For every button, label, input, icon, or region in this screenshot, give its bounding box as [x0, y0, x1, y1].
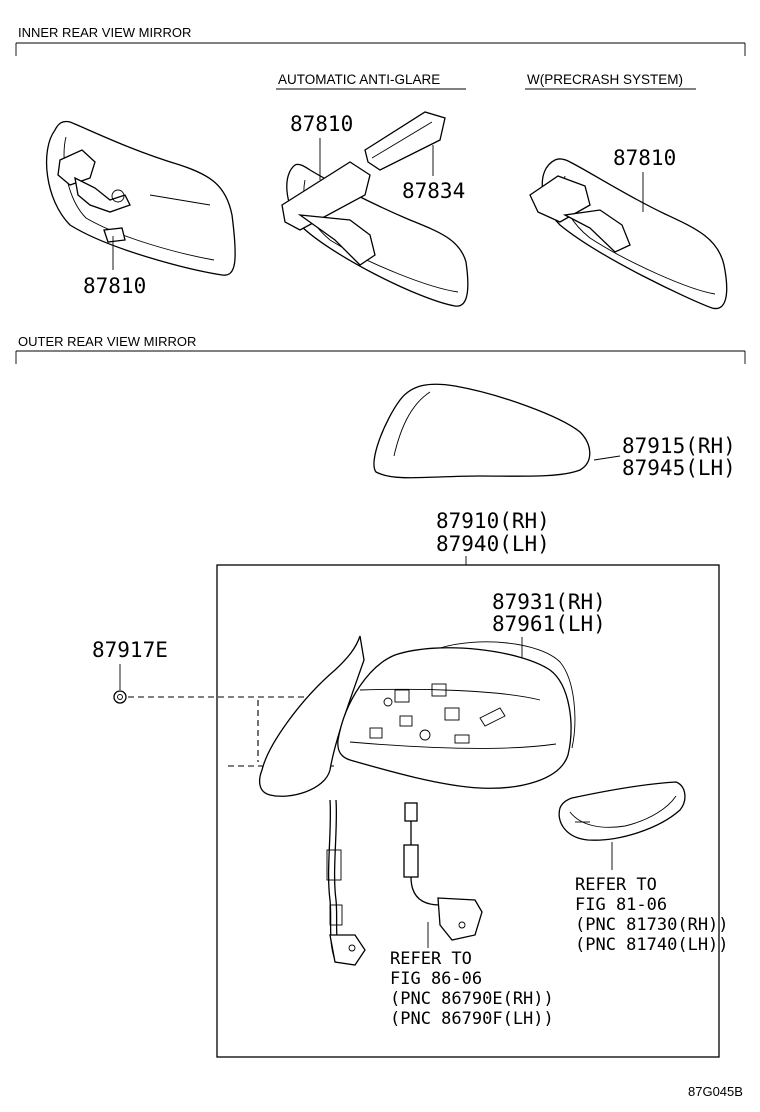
wire-harness-left-drawing: [326, 799, 366, 966]
precrash-subtitle: W(PRECRASH SYSTEM): [527, 72, 683, 87]
part-number-87810-precrash: 87810: [613, 146, 676, 170]
part-number-87940-lh: 87940(LH): [436, 532, 550, 556]
turn-signal-note: REFER TO FIG 81-06 (PNC 81730(RH)) (PNC …: [575, 875, 729, 955]
part-number-87917e: 87917E: [92, 638, 168, 662]
part-number-87961-lh: 87961(LH): [492, 612, 606, 636]
outer-mirror-assy-box: [216, 564, 720, 1058]
turn-signal-lamp-drawing: [558, 781, 686, 841]
part-number-87810-basic: 87810: [83, 274, 146, 298]
harness-note-line-4: (PNC 86790F(LH)): [390, 1009, 554, 1029]
turn-signal-note-line-3: (PNC 81730(RH)): [575, 915, 729, 935]
inner-section-header: INNER REAR VIEW MIRROR: [15, 25, 746, 56]
harness-note-line-1: REFER TO: [390, 949, 472, 969]
inner-mirror-precrash-drawing: [529, 158, 728, 310]
outer-section-title: OUTER REAR VIEW MIRROR: [18, 334, 196, 349]
harness-note-line-3: (PNC 86790E(RH)): [390, 989, 554, 1009]
inner-section-title: INNER REAR VIEW MIRROR: [18, 25, 191, 40]
part-number-87910-rh: 87910(RH): [436, 509, 550, 533]
anti-glare-subtitle: AUTOMATIC ANTI-GLARE: [278, 72, 440, 87]
outer-mirror-cover-drawing: [373, 383, 591, 479]
turn-signal-note-line-4: (PNC 81740(LH)): [575, 935, 729, 955]
inner-mirror-antiglare-drawing: [281, 111, 469, 307]
part-number-87945-lh: 87945(LH): [622, 456, 736, 480]
outer-mirror-body-drawing: [258, 635, 576, 797]
part-number-87834: 87834: [402, 179, 465, 203]
turn-signal-note-line-2: FIG 81-06: [575, 895, 667, 915]
turn-signal-note-line-1: REFER TO: [575, 875, 657, 895]
inner-mirror-basic-drawing: [45, 120, 236, 276]
part-number-87915-rh: 87915(RH): [622, 434, 736, 458]
outer-section-header: OUTER REAR VIEW MIRROR: [15, 334, 746, 364]
harness-note-line-2: FIG 86-06: [390, 969, 482, 989]
wire-harness-center-drawing: [403, 802, 483, 941]
part-number-87931-rh: 87931(RH): [492, 590, 606, 614]
clip-drawing: [113, 690, 127, 704]
figure-code: 87G045B: [688, 1084, 743, 1099]
part-number-87810-antiglare: 87810: [290, 112, 353, 136]
harness-note: REFER TO FIG 86-06 (PNC 86790E(RH)) (PNC…: [390, 949, 554, 1029]
